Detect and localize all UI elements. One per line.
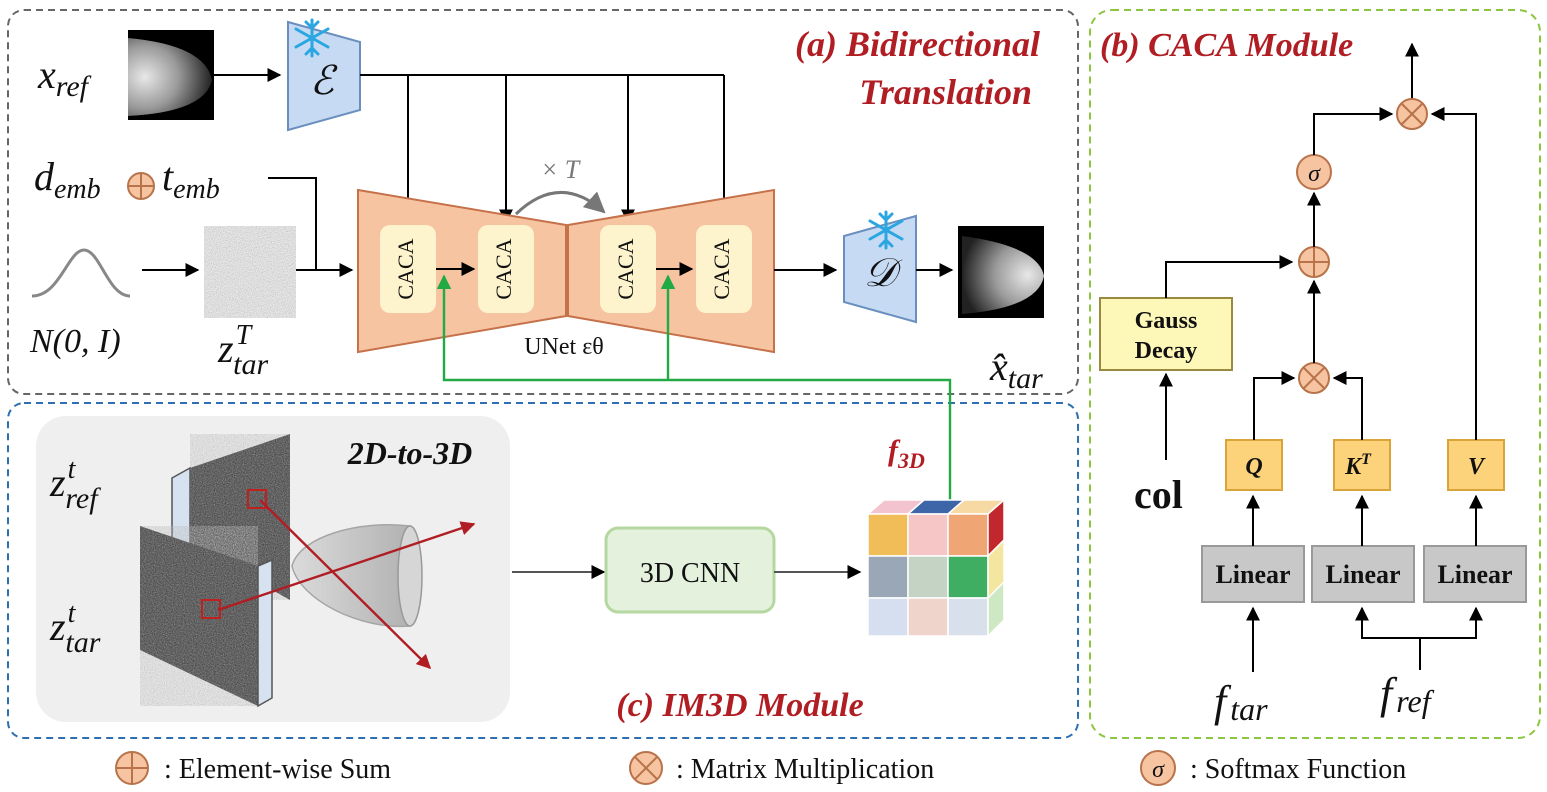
unet-label: UNet εθ (524, 334, 604, 360)
legend-softmax-label: : Softmax Function (1190, 754, 1406, 785)
encoder-symbol: ℰ (310, 58, 338, 103)
svg-text:Q: Q (1245, 454, 1262, 480)
im3d-title: 2D-to-3D (347, 435, 472, 471)
caca-block-1: CACA (380, 225, 436, 313)
3d-cnn-block: 3D CNN (604, 526, 776, 614)
key-transpose-block: KT (1333, 439, 1391, 491)
noise-distribution-label: N(0, I) (29, 323, 121, 360)
decoder-block: 𝒟 (843, 214, 917, 324)
gauss-decay-block: Gauss Decay (1099, 297, 1233, 371)
svg-text:Decay: Decay (1135, 338, 1198, 364)
svg-text:σ: σ (1308, 161, 1321, 187)
matrix-multiplication-icon-top (1396, 98, 1428, 130)
panel-a-frame (7, 9, 1079, 395)
reference-view-plane (171, 434, 290, 600)
panel-c-title: (c) IM3D Module (616, 687, 863, 724)
panel-a-title-line1: (a) Bidirectional (795, 24, 1040, 64)
legend-matmul-label: : Matrix Multiplication (676, 754, 934, 785)
legend-sum-label: : Element-wise Sum (164, 754, 391, 785)
3d-feature-cube (866, 498, 1006, 638)
legend-sum-icon (115, 751, 149, 785)
svg-text:σ: σ (1152, 757, 1165, 783)
legend-softmax-icon: σ (1140, 750, 1176, 786)
svg-text:CACA: CACA (613, 238, 638, 299)
projection-ray-tar (217, 521, 476, 612)
svg-text:Gauss: Gauss (1135, 308, 1198, 334)
3d-breast-volume (291, 524, 423, 628)
iteration-loop-arrow (514, 191, 606, 216)
projection-ray-ref (259, 499, 432, 670)
svg-text:3D CNN: 3D CNN (640, 558, 740, 589)
encoder-block: ℰ (287, 20, 361, 132)
noise-latent-image (204, 226, 296, 318)
x-ref-label: xref (37, 52, 92, 103)
t-emb-label: temb (162, 154, 220, 205)
target-mammogram-image (958, 226, 1044, 318)
target-view-plane (140, 526, 273, 708)
linear-block-q: Linear (1201, 545, 1305, 603)
panel-b-title: (b) CACA Module (1100, 27, 1353, 64)
svg-text:CACA: CACA (709, 238, 734, 299)
caca-block-4: CACA (696, 225, 752, 313)
x-hat-tar-label: x̂tar (989, 344, 1043, 395)
element-wise-sum-icon-emb (127, 172, 155, 200)
iteration-count-label: × T (541, 155, 581, 184)
d-emb-label: demb (34, 154, 101, 205)
reference-mammogram-image (128, 30, 214, 120)
panel-b-frame (1089, 9, 1541, 739)
caca-block-3: CACA (600, 225, 656, 313)
svg-text:Linear: Linear (1325, 560, 1400, 589)
gaussian-curve-icon (31, 248, 131, 298)
svg-text:V: V (1468, 454, 1486, 480)
svg-text:Linear: Linear (1215, 560, 1290, 589)
linear-block-v: Linear (1423, 545, 1527, 603)
value-block: V (1447, 439, 1505, 491)
decoder-frozen-snowflake-icon (868, 210, 904, 250)
matrix-multiplication-icon-qk (1298, 362, 1330, 394)
legend-matmul-icon (629, 751, 663, 785)
svg-text:Linear: Linear (1437, 560, 1512, 589)
svg-text:CACA: CACA (491, 238, 516, 299)
caca-block-2: CACA (478, 225, 534, 313)
linear-block-k: Linear (1311, 545, 1415, 603)
softmax-icon: σ (1296, 154, 1332, 190)
f3d-label: f3D (888, 434, 925, 473)
panel-a-title-line2: Translation (859, 72, 1032, 112)
f3d-feature-line (436, 274, 952, 500)
encoder-frozen-snowflake-icon (294, 18, 330, 58)
col-label: col (1134, 472, 1183, 517)
panel-c-frame (7, 402, 1079, 739)
element-wise-sum-icon-caca (1298, 246, 1330, 278)
svg-text:CACA: CACA (393, 238, 418, 299)
query-block: Q (1225, 439, 1283, 491)
